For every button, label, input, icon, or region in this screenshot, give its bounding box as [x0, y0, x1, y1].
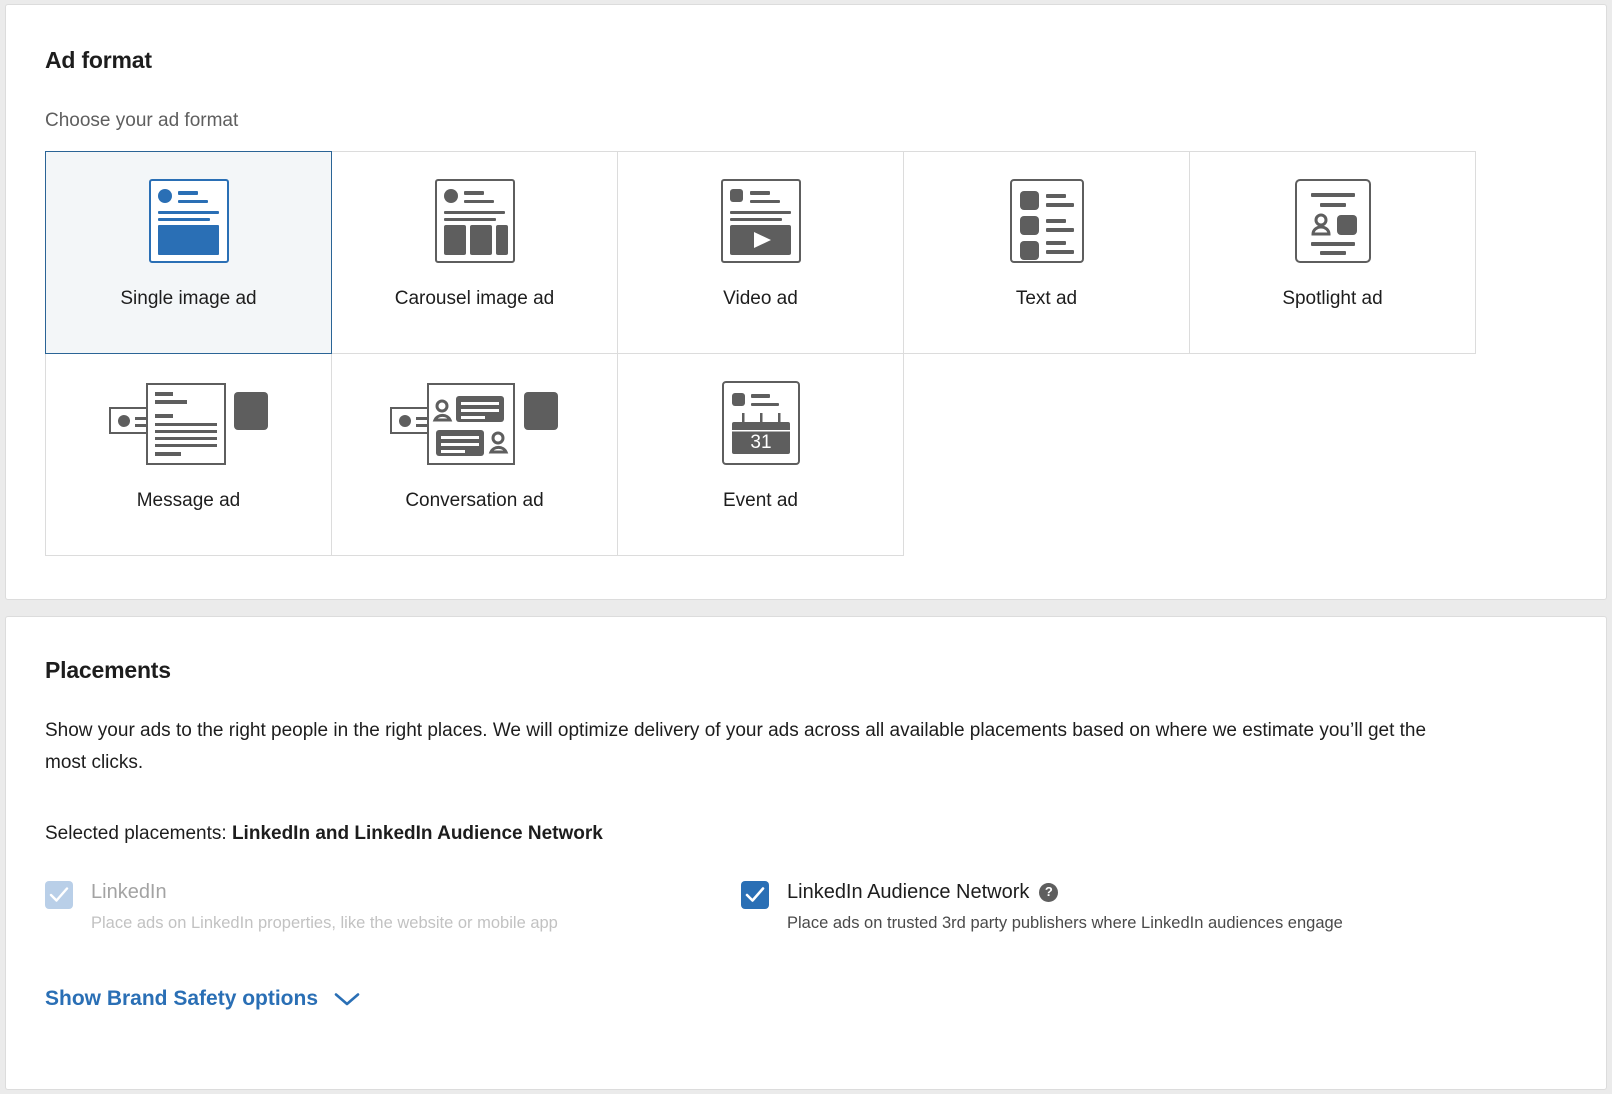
selected-placements-value: LinkedIn and LinkedIn Audience Network — [231, 823, 603, 844]
checkbox-lan-description: Place ads on trusted 3rd party publisher… — [787, 914, 1343, 932]
checkbox-lan-box[interactable] — [741, 881, 769, 909]
ad-format-option-conversation-ad[interactable]: Conversation ad — [331, 353, 618, 556]
ad-format-option-label: Text ad — [1015, 288, 1078, 309]
checkbox-linkedin-text: LinkedIn Place ads on LinkedIn propertie… — [91, 879, 558, 934]
ad-format-option-label: Conversation ad — [405, 490, 544, 511]
video-ad-icon — [720, 178, 801, 264]
placements-description: Show your ads to the right people in the… — [45, 720, 1427, 773]
selected-placements-prefix: Selected placements: — [45, 823, 232, 844]
checkbox-lan-text: LinkedIn Audience Network ? Place ads on… — [787, 879, 1343, 934]
placement-checkbox-linkedin[interactable]: LinkedIn Place ads on LinkedIn propertie… — [45, 879, 558, 934]
checkbox-lan-label-row: LinkedIn Audience Network ? — [787, 879, 1343, 905]
checkbox-linkedin-box[interactable] — [45, 881, 73, 909]
ad-format-section: Ad format Choose your ad format Sing — [5, 4, 1607, 600]
event-ad-icon: 31 — [721, 380, 800, 466]
single-image-ad-icon — [148, 178, 229, 264]
ad-format-grid: Single image ad — [45, 151, 1480, 556]
ad-format-option-label: Event ad — [723, 490, 798, 511]
ad-format-option-label: Message ad — [136, 490, 241, 511]
show-brand-safety-options-link[interactable]: Show Brand Safety options — [45, 987, 360, 1011]
event-ad-day-badge: 31 — [750, 432, 771, 453]
carousel-image-ad-icon — [434, 178, 515, 264]
ad-format-option-message-ad[interactable]: Message ad — [45, 353, 332, 556]
ad-format-option-label: Carousel image ad — [394, 288, 555, 309]
checkbox-lan-label: LinkedIn Audience Network — [787, 881, 1030, 903]
ad-format-option-event-ad[interactable]: 31 Event ad — [617, 353, 904, 556]
help-circle-icon[interactable]: ? — [1039, 882, 1059, 902]
placements-title: Placements — [45, 657, 171, 683]
placement-checkbox-linkedin-audience-network[interactable]: LinkedIn Audience Network ? Place ads on… — [741, 879, 1343, 934]
ad-format-option-label: Video ad — [723, 288, 798, 309]
ad-format-option-label: Spotlight ad — [1282, 288, 1383, 309]
selected-placements-line: Selected placements: LinkedIn and Linked… — [45, 823, 603, 845]
message-ad-icon — [108, 380, 269, 466]
check-icon — [49, 887, 69, 902]
ad-format-option-label: Single image ad — [120, 288, 257, 309]
ad-format-option-video-ad[interactable]: Video ad — [617, 151, 904, 354]
ad-format-title: Ad format — [45, 47, 152, 73]
placements-section: Placements Show your ads to the right pe… — [5, 616, 1607, 1090]
checkbox-linkedin-label: LinkedIn — [91, 881, 167, 903]
check-icon — [745, 887, 765, 902]
ad-format-subtitle: Choose your ad format — [45, 110, 239, 131]
ad-format-option-text-ad[interactable]: Text ad — [903, 151, 1190, 354]
show-brand-safety-options-label: Show Brand Safety options — [45, 987, 319, 1010]
chevron-down-icon — [334, 992, 360, 1007]
text-ad-icon — [1009, 178, 1084, 264]
ad-format-option-single-image-ad[interactable]: Single image ad — [45, 151, 332, 354]
conversation-ad-icon — [389, 380, 560, 466]
spotlight-ad-icon — [1294, 178, 1371, 264]
ad-format-option-spotlight-ad[interactable]: Spotlight ad — [1189, 151, 1476, 354]
ad-format-option-carousel-image-ad[interactable]: Carousel image ad — [331, 151, 618, 354]
checkbox-linkedin-description: Place ads on LinkedIn properties, like t… — [91, 914, 558, 932]
